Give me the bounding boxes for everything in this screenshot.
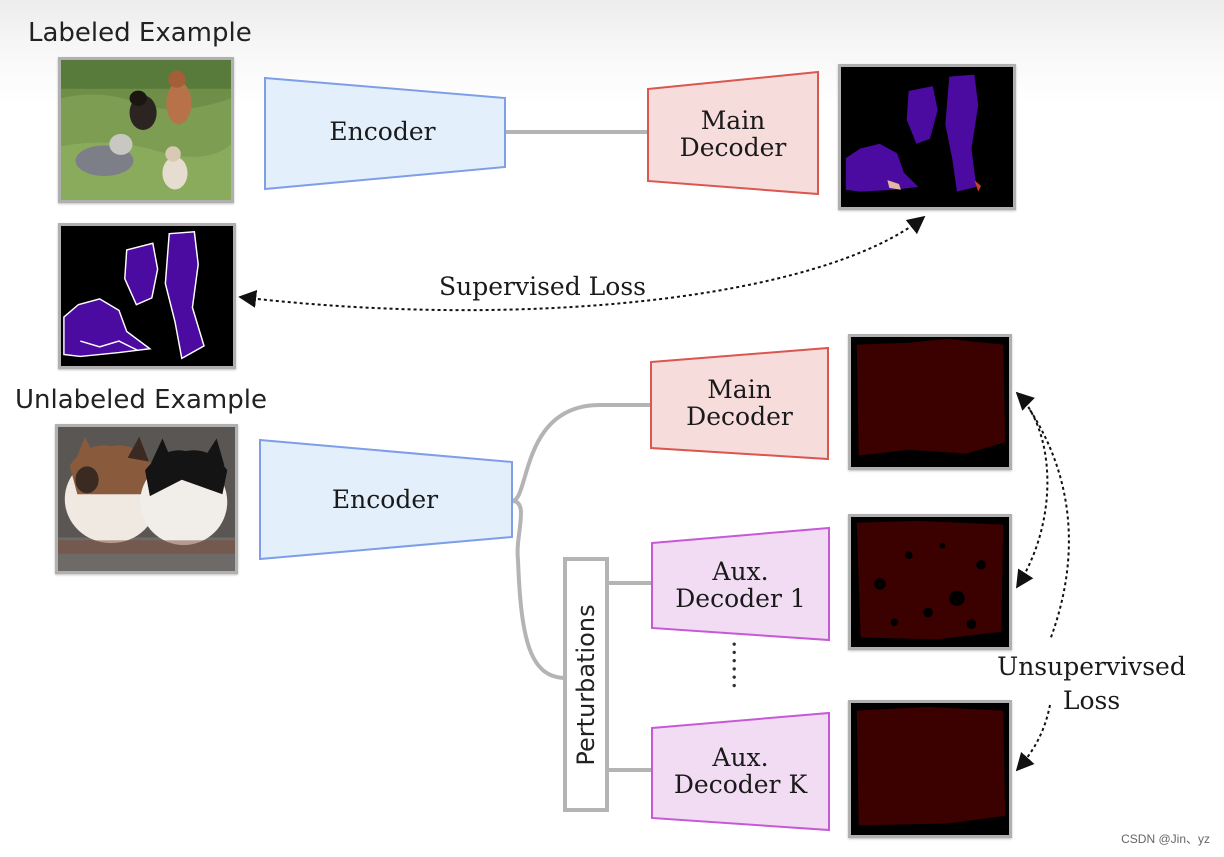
unsupervised-loss-line1: Unsupervivsed bbox=[997, 652, 1186, 681]
labeled-main-decoder-line2: Decoder bbox=[679, 133, 787, 162]
unsup-arrow-long bbox=[1015, 704, 1051, 772]
labeled-main-decoder-label: Main Decoder bbox=[648, 107, 818, 161]
labeled-encoder-block bbox=[264, 76, 506, 191]
unsup-arrow-mid bbox=[1029, 409, 1070, 641]
dark-prediction-mask-icon bbox=[851, 337, 1009, 467]
unlabeled-connector-main bbox=[511, 403, 651, 503]
dark-prediction-mask-icon bbox=[851, 703, 1009, 835]
labeled-photo bbox=[58, 57, 234, 203]
aux-decoder-k-line2: Decoder K bbox=[673, 770, 808, 799]
aux-decoder-1-prediction bbox=[848, 514, 1012, 650]
aux-decoder-1-line2: Decoder 1 bbox=[675, 584, 806, 613]
aux-decoder-k-label: Aux. Decoder K bbox=[652, 744, 829, 798]
labeled-encoder-label: Encoder bbox=[329, 117, 436, 146]
cats-photo-icon bbox=[58, 427, 235, 571]
unsupervised-loss-line2: Loss bbox=[1062, 686, 1121, 715]
aux-decoder-k-block bbox=[651, 711, 830, 832]
unlabeled-main-decoder-line2: Decoder bbox=[686, 402, 793, 431]
unlabeled-encoder-label: Encoder bbox=[331, 485, 439, 514]
unlabeled-photo bbox=[55, 424, 238, 574]
labeled-main-decoder-line1: Main bbox=[700, 106, 766, 135]
supervised-loss-label: Supervised Loss bbox=[439, 272, 646, 301]
unlabeled-encoder-block bbox=[259, 438, 513, 561]
perturbations-label: Perturbations bbox=[572, 603, 600, 766]
labeled-prediction-mask bbox=[838, 64, 1016, 210]
ground-truth-mask-icon bbox=[61, 226, 233, 366]
aux-decoder-k-prediction bbox=[848, 700, 1012, 838]
unlabeled-main-decoder-line1: Main bbox=[707, 375, 772, 404]
aux-decoder-1-block bbox=[651, 526, 830, 642]
perturbations-box: Perturbations bbox=[563, 557, 609, 812]
unlabeled-connector-perturb bbox=[511, 499, 567, 680]
unlabeled-main-prediction bbox=[848, 334, 1012, 470]
unlabeled-example-title: Unlabeled Example bbox=[15, 385, 267, 415]
aux-decoder-1-label: Aux. Decoder 1 bbox=[652, 558, 829, 612]
unlabeled-main-decoder-block bbox=[650, 346, 829, 461]
unsup-arrow-short bbox=[1015, 391, 1049, 589]
supervised-loss-arrow bbox=[238, 215, 926, 312]
watermark: CSDN @Jin、yz bbox=[1121, 832, 1210, 846]
labeled-main-decoder-block bbox=[647, 70, 819, 196]
aux-decoder-ellipsis: ...... bbox=[726, 640, 756, 690]
labeled-example-title: Labeled Example bbox=[28, 18, 252, 48]
dark-prediction-mask-icon bbox=[851, 517, 1009, 647]
ground-truth-mask bbox=[58, 223, 236, 369]
aux-decoder-k-line1: Aux. bbox=[712, 743, 769, 772]
aux-decoder-1-line1: Aux. bbox=[712, 557, 769, 586]
unsupervised-loss-label: Unsupervivsed Loss bbox=[984, 650, 1199, 718]
unlabeled-main-decoder-label: Main Decoder bbox=[651, 376, 828, 430]
segmentation-mask-icon bbox=[841, 67, 1013, 207]
dogs-photo-icon bbox=[61, 60, 231, 200]
